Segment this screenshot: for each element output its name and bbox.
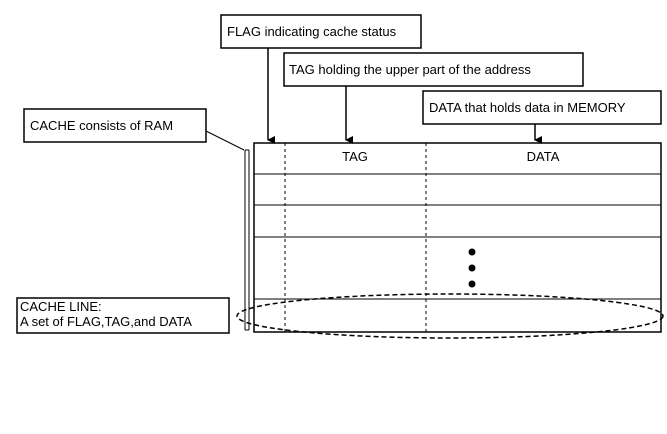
flag-callout-box <box>220 14 422 49</box>
tag-callout-text: TAG holding the upper part of the addres… <box>289 62 531 77</box>
cache-line-highlight <box>236 293 664 339</box>
flag-callout-text: FLAG indicating cache status <box>227 24 397 39</box>
ellipsis-dot-1 <box>468 248 476 256</box>
cache-line-callout-box <box>16 297 230 334</box>
cache-line-title: CACHE LINE: <box>20 299 102 314</box>
cache-line-description: A set of FLAG,TAG,and DATA <box>20 314 192 329</box>
header-tag: TAG <box>342 149 368 164</box>
ellipsis-dot-3 <box>468 280 476 288</box>
data-callout-text: DATA that holds data in MEMORY <box>429 100 626 115</box>
tag-callout-box <box>283 52 584 87</box>
cache-leader-line <box>205 130 245 151</box>
ellipsis-dot-2 <box>468 264 476 272</box>
header-data: DATA <box>527 149 560 164</box>
cache-callout-text: CACHE consists of RAM <box>30 118 173 133</box>
cache-callout-box <box>23 108 207 143</box>
data-callout-box <box>422 90 662 125</box>
